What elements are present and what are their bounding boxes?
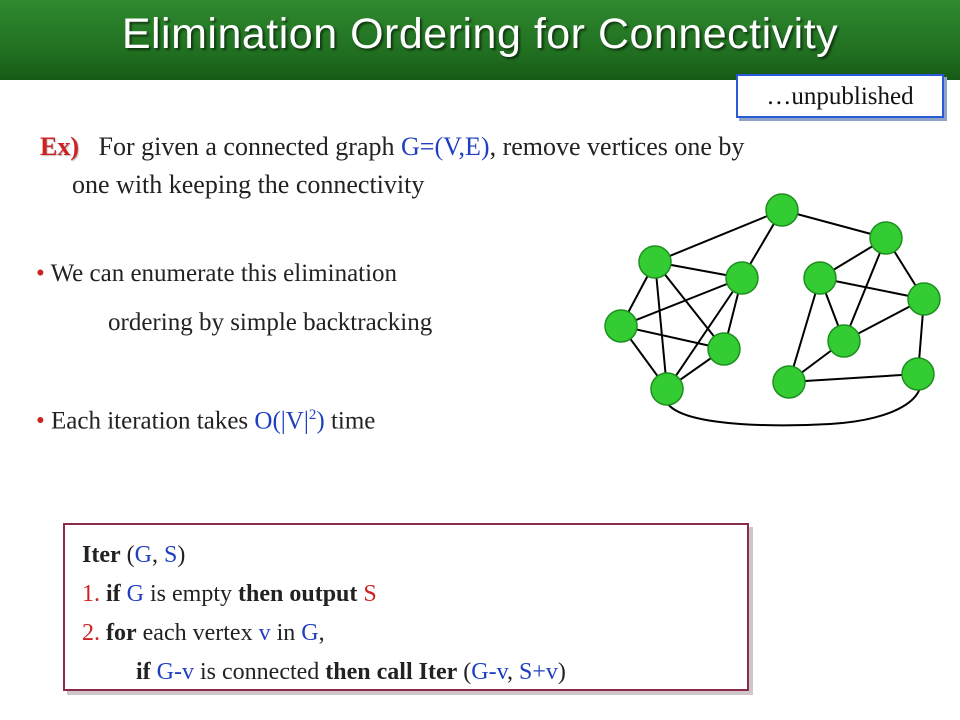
complexity-close: )	[316, 407, 325, 435]
graph-edge	[654, 209, 783, 263]
algo-text: )	[177, 542, 186, 568]
graph-edge-curve	[664, 373, 922, 427]
algo-var-s: S	[363, 581, 377, 607]
algo-var-gv: G-v	[156, 659, 194, 685]
graph-nodes	[604, 193, 941, 406]
example-text: Ex) For given a connected graph G=(V,E),…	[40, 128, 940, 204]
bullet-time-a: Each iteration takes	[51, 407, 255, 435]
bullet-iteration-time: • Each iteration takes O(|V|2) time	[36, 398, 375, 438]
example-text-c: one with keeping the connectivity	[72, 170, 425, 199]
bullet-time-d: time	[324, 407, 376, 435]
algo-var-s: S	[163, 542, 178, 568]
graph-edge	[843, 237, 887, 342]
algo-text: (	[457, 659, 472, 685]
bullet-dot: •	[36, 260, 45, 287]
algo-kw-then-output: then output	[238, 581, 364, 607]
complexity-o: O(|V|	[254, 407, 309, 435]
algo-kw-then-call: then call	[325, 659, 419, 685]
complexity-sup: 2	[308, 407, 317, 423]
graph-node	[772, 365, 806, 399]
algo-text: in	[270, 620, 302, 646]
algo-line-1: Iter (G, S)	[82, 536, 566, 575]
slide-title: Elimination Ordering for Connectivity	[121, 10, 839, 58]
graph-edge	[666, 277, 743, 390]
algo-text: ,	[151, 542, 164, 568]
bullet-enumerate-line1: We can enumerate this elimination	[50, 260, 398, 287]
algo-fn-name: Iter	[418, 659, 458, 685]
algo-var-gv: G-v	[471, 659, 508, 685]
graph-edge	[620, 277, 743, 327]
algo-text: )	[557, 659, 566, 685]
algo-text: is connected	[194, 659, 326, 685]
graph-node	[901, 357, 935, 391]
algo-step-num: 1.	[82, 581, 100, 607]
graph-edge	[781, 209, 887, 239]
algo-step-num: 2.	[82, 620, 100, 646]
graph-node	[638, 245, 672, 279]
algo-line-3: 2. for each vertex v in G,	[82, 614, 566, 653]
algo-var-sv: S+v	[519, 659, 558, 685]
graph-edge	[788, 373, 919, 383]
graph-node	[650, 372, 684, 406]
graph-node	[604, 309, 638, 343]
example-text-a: For given a connected graph	[98, 132, 402, 161]
unpublished-note: …unpublished	[736, 74, 944, 118]
example-graph	[604, 193, 941, 427]
bullet-dot: •	[36, 407, 45, 435]
algorithm-box	[63, 523, 749, 691]
algo-var-g: G	[301, 620, 319, 646]
bullet-enumerate-line2: ordering by simple backtracking	[108, 309, 433, 336]
graph-edge	[620, 325, 725, 350]
graph-edge	[819, 277, 925, 300]
algo-text: each vertex	[136, 620, 259, 646]
graph-node	[907, 282, 941, 316]
graph-definition: G=(V,E)	[401, 132, 490, 161]
algo-kw-for: for	[100, 620, 137, 646]
algo-var-g: G	[134, 542, 152, 568]
graph-node	[827, 324, 861, 358]
graph-node	[707, 332, 741, 366]
algo-kw-if: if	[136, 659, 157, 685]
graph-edge	[788, 277, 821, 383]
bullet-enumerate: • We can enumerate this elimination	[36, 257, 397, 291]
example-text-b: , remove vertices one by	[489, 132, 745, 161]
graph-node	[765, 193, 799, 227]
algo-line-4: if G-v is connected then call Iter (G-v,…	[82, 653, 566, 692]
algo-line-2: 1. if G is empty then output S	[82, 575, 566, 614]
algo-kw-if: if	[100, 581, 127, 607]
example-label: Ex)	[40, 132, 79, 161]
algo-text: ,	[507, 659, 520, 685]
algo-var-v: v	[258, 620, 271, 646]
graph-edge	[654, 261, 725, 350]
graph-edge	[654, 261, 668, 390]
algo-text: ,	[318, 620, 325, 646]
title-bar: Elimination Ordering for Connectivity	[0, 0, 960, 80]
graph-node	[803, 261, 837, 295]
algo-var-g: G	[126, 581, 145, 607]
algo-text: (	[120, 542, 135, 568]
algo-fn-name: Iter	[82, 542, 121, 568]
graph-node	[869, 221, 903, 255]
algo-text: is empty	[144, 581, 239, 607]
algorithm-pseudocode: Iter (G, S) 1. if G is empty then output…	[82, 536, 566, 692]
graph-node	[725, 261, 759, 295]
